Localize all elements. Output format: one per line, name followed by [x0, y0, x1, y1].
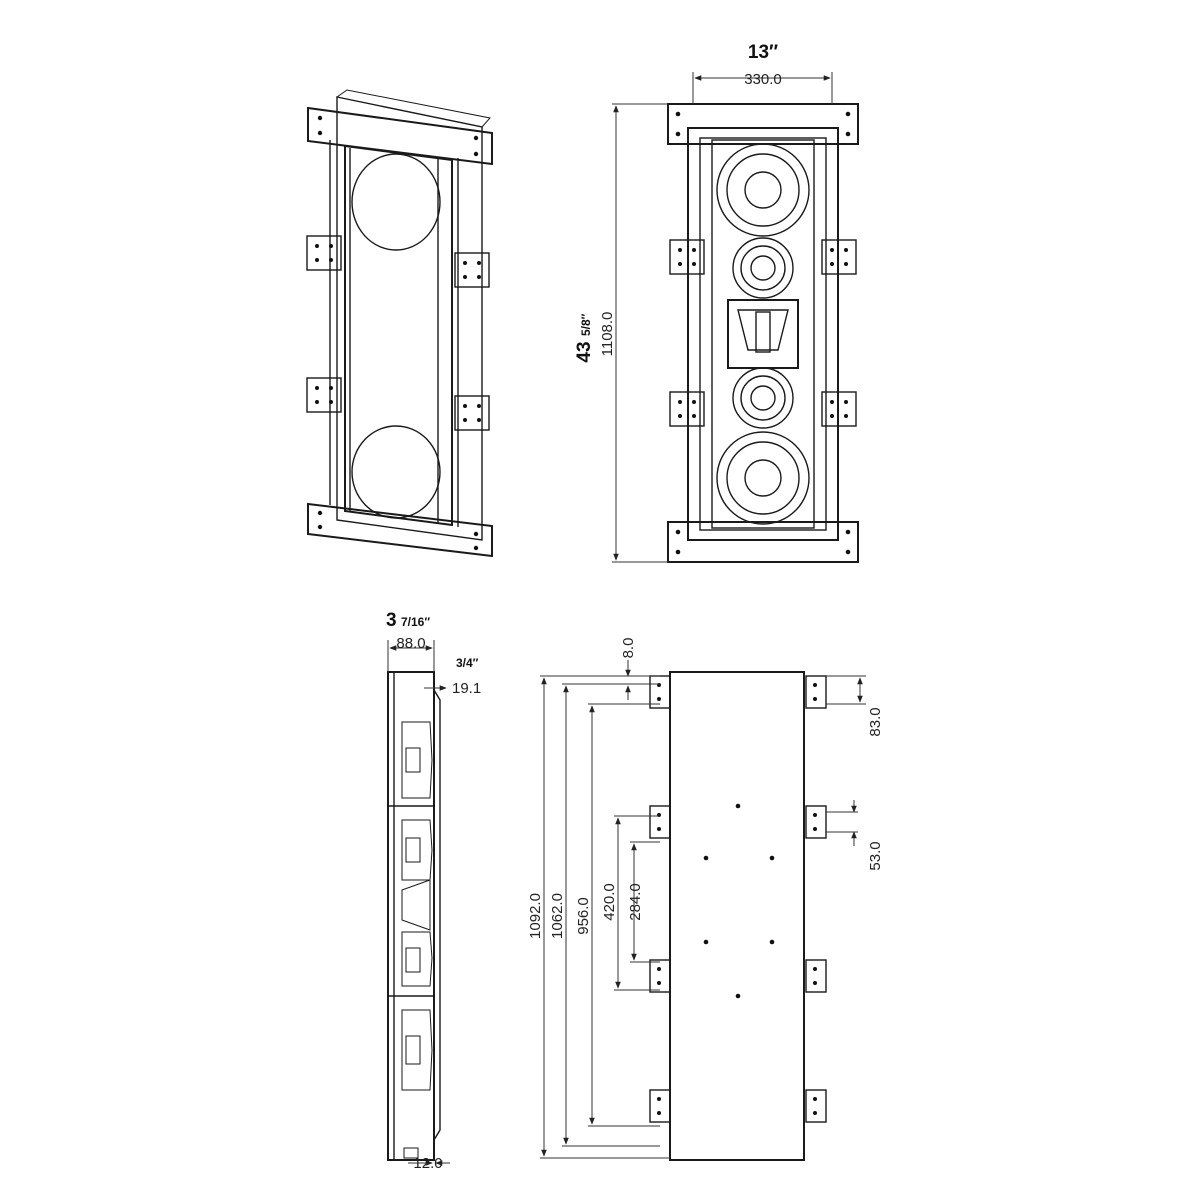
cutout-1062: 1062.0	[549, 893, 566, 939]
tab-spacing-420: 420.0	[601, 883, 618, 921]
flange-inches: 3/4″	[456, 656, 479, 670]
height-mm: 1108.0	[599, 312, 616, 357]
depth-inches-frac: 7/16″	[401, 615, 430, 629]
depth-mm: 88.0	[396, 635, 425, 652]
tab-offset-53: 53.0	[867, 841, 884, 870]
height-inches-whole: 43	[574, 341, 595, 362]
width-inches: 13″	[748, 42, 778, 63]
tab-height-83: 83.0	[867, 707, 884, 736]
depth-inches-whole: 3	[386, 610, 397, 631]
flange-mm: 19.1	[452, 680, 481, 697]
width-mm: 330.0	[744, 71, 782, 88]
tab-spacing-284: 284.0	[627, 883, 644, 921]
side-view	[387, 640, 450, 1166]
bottom-offset-mm: 12.0	[413, 1155, 442, 1172]
rear-view	[540, 660, 866, 1161]
tab-spacing-956: 956.0	[575, 897, 592, 935]
cutout-1092: 1092.0	[527, 893, 544, 939]
isometric-view	[306, 89, 493, 558]
front-view	[612, 72, 859, 563]
height-inches-frac: 5/8″	[579, 313, 593, 336]
top-offset-mm: 8.0	[620, 638, 637, 659]
